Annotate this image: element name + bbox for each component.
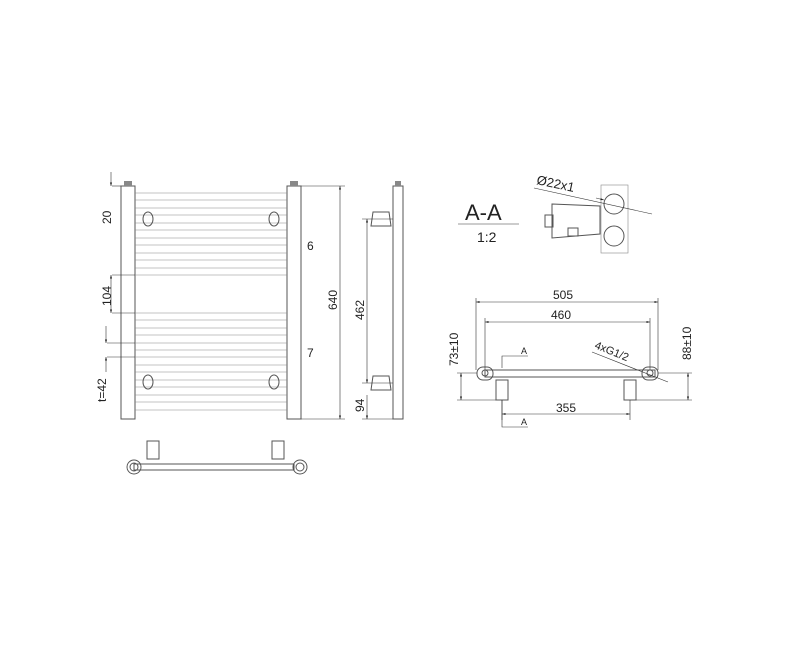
- upper-bars: [135, 192, 287, 276]
- dim-top-offset: 20: [100, 210, 114, 224]
- dim-gap: 104: [100, 286, 114, 306]
- dim-bottom-offset: 94: [353, 398, 367, 412]
- mount-hole-icon: [142, 211, 154, 227]
- mount-hole-icon: [268, 211, 280, 227]
- right-cap: [290, 181, 298, 186]
- upper-bars-count: 6: [307, 239, 314, 253]
- left-bracket: [495, 379, 509, 401]
- top-view: [457, 298, 692, 428]
- mount-hole-icon: [268, 374, 280, 390]
- right-bracket: [623, 379, 637, 401]
- dim-center-width: 460: [551, 308, 571, 322]
- bottom-bracket: [370, 375, 392, 391]
- left-upright: [120, 185, 136, 420]
- section-title: A-A: [465, 200, 502, 225]
- dim-overall-width: 505: [553, 288, 573, 302]
- dim-bracket-spacing: 462: [353, 300, 367, 320]
- lower-bars: [135, 312, 287, 411]
- side-view: [362, 181, 404, 420]
- dim-left-depth: 73±10: [447, 332, 461, 366]
- section-detail: [458, 184, 653, 254]
- bottom-view: [126, 440, 308, 475]
- side-upright: [392, 185, 404, 420]
- left-cap: [124, 181, 132, 186]
- section-mark-top: A: [521, 346, 527, 356]
- pipe-icon: [603, 225, 625, 247]
- lower-bars-count: 7: [307, 346, 314, 360]
- section-scale: 1:2: [477, 229, 497, 245]
- top-bracket: [370, 211, 392, 227]
- right-upright: [286, 185, 302, 420]
- pipe-spec: Ø22x1: [535, 172, 576, 195]
- front-view: [104, 172, 345, 420]
- pipe-icon: [603, 193, 625, 215]
- mount-hole-icon: [142, 374, 154, 390]
- connection-spec: 4xG1/2: [593, 340, 630, 364]
- dim-pitch: t=42: [95, 378, 109, 402]
- dim-bracket-width: 355: [556, 401, 576, 415]
- dim-total-height: 640: [326, 290, 340, 310]
- section-mark-bottom: A: [521, 417, 527, 427]
- dim-right-depth: 88±10: [680, 326, 694, 360]
